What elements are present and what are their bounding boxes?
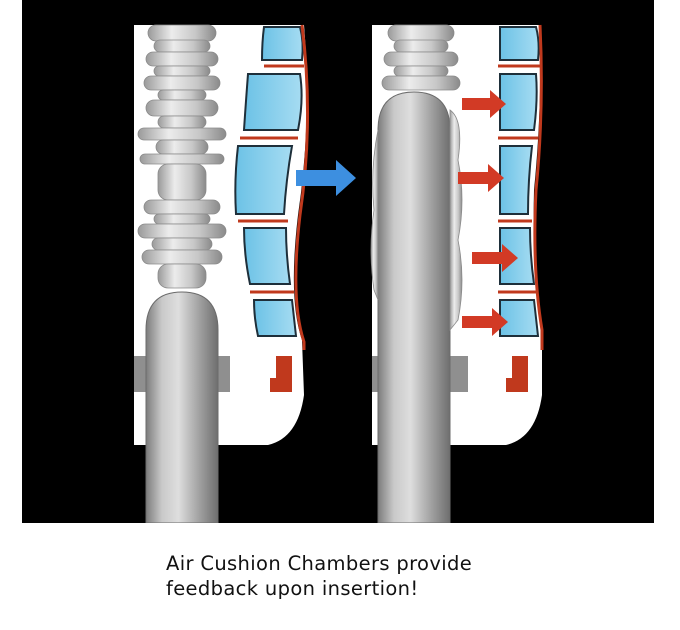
illustration bbox=[22, 0, 654, 524]
stretched-wall bbox=[370, 129, 379, 301]
right-arrow-icon bbox=[296, 160, 356, 196]
diagram-canvas bbox=[134, 24, 544, 524]
ribbed-canal bbox=[381, 24, 461, 91]
chamber-separators bbox=[238, 64, 304, 294]
outer-wall bbox=[294, 24, 310, 350]
stretched-wall bbox=[449, 109, 463, 332]
air-chamber bbox=[234, 145, 294, 215]
insertion-rod bbox=[145, 291, 219, 524]
air-chamber bbox=[242, 73, 303, 131]
air-chamber bbox=[499, 26, 540, 61]
air-chamber bbox=[499, 227, 536, 285]
insertion-rod bbox=[377, 91, 451, 524]
air-chambers-before bbox=[234, 26, 304, 337]
right-arrow-icon bbox=[472, 244, 518, 272]
ribbed-canal bbox=[137, 24, 227, 289]
right-arrow-icon bbox=[458, 164, 504, 192]
base-flange bbox=[506, 356, 528, 392]
pressure-arrows bbox=[458, 90, 518, 336]
air-chambers-after bbox=[499, 26, 540, 337]
base-flange bbox=[270, 356, 292, 392]
panel-before bbox=[134, 24, 310, 524]
caption-line-1: Air Cushion Chambers provide bbox=[166, 552, 473, 575]
air-chamber bbox=[242, 227, 292, 285]
chamber-separators bbox=[498, 64, 542, 294]
air-chamber bbox=[499, 299, 540, 337]
air-chamber bbox=[252, 299, 298, 337]
air-chamber bbox=[499, 145, 534, 215]
caption-line-2: feedback upon insertion! bbox=[166, 577, 419, 600]
outer-wall bbox=[533, 24, 544, 350]
transition-arrow bbox=[296, 160, 356, 196]
right-arrow-icon bbox=[462, 90, 506, 118]
air-chamber bbox=[499, 73, 538, 131]
caption: Air Cushion Chambers provide feedback up… bbox=[166, 551, 646, 601]
panel-after bbox=[370, 24, 544, 524]
air-chamber bbox=[260, 26, 304, 61]
right-arrow-icon bbox=[462, 308, 508, 336]
